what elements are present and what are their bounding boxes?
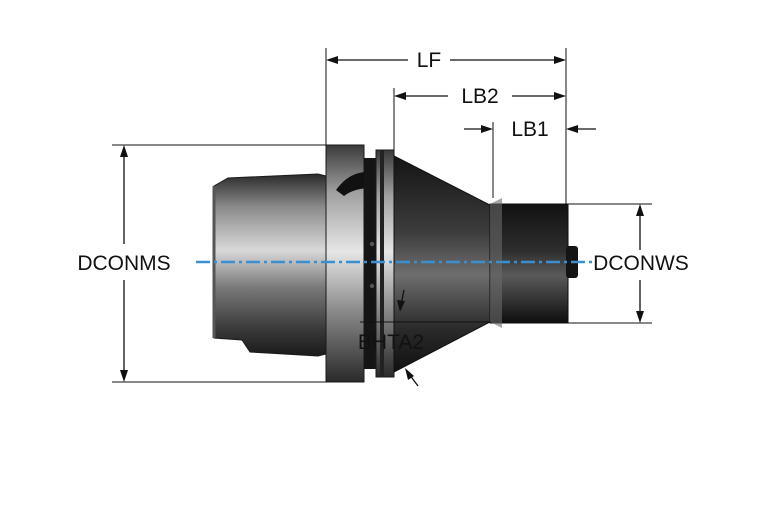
- lb1-label: LB1: [511, 118, 548, 141]
- lb1-dimension: LB1: [464, 118, 596, 198]
- ring-groove: [380, 150, 384, 377]
- groove: [364, 158, 376, 369]
- lb2-label: LB2: [461, 85, 498, 108]
- tool-holder-body: [212, 144, 578, 383]
- nose: [489, 203, 569, 324]
- lb2-dimension: LB2: [393, 85, 566, 150]
- dconws-dimension: DCONWS: [568, 203, 689, 324]
- dconms-dimension: DCONMS: [77, 144, 326, 383]
- dconms-label: DCONMS: [77, 252, 170, 275]
- lf-dimension: LF: [325, 48, 567, 204]
- bhta2-label: BHTA2: [358, 331, 424, 354]
- drive-slot: [336, 171, 372, 196]
- lf-label: LF: [417, 49, 442, 72]
- orientation-dot: [369, 283, 375, 289]
- bhta2-dimension: BHTA2: [358, 289, 490, 387]
- dconws-label: DCONWS: [593, 252, 689, 275]
- shank: [213, 173, 327, 357]
- orientation-dot: [369, 241, 375, 247]
